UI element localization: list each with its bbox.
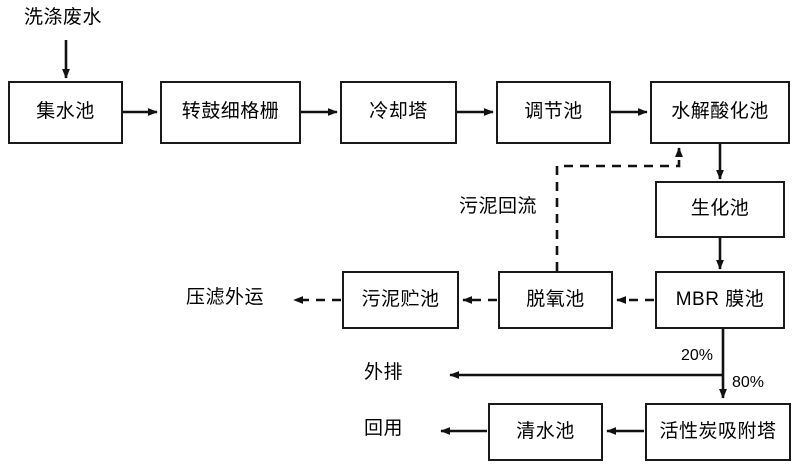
node-sludge-storage-tank[interactable]: 污泥贮池 xyxy=(342,271,459,329)
node-label: 脱氧池 xyxy=(526,288,585,310)
node-clean-water-tank[interactable]: 清水池 xyxy=(488,403,603,461)
node-drum-fine-screen[interactable]: 转鼓细格栅 xyxy=(160,81,301,144)
node-deoxygenation-tank[interactable]: 脱氧池 xyxy=(498,271,613,329)
label-discharge: 外排 xyxy=(364,362,404,383)
node-cooling-tower[interactable]: 冷却塔 xyxy=(340,81,457,144)
label-reuse-share-80pct: 80% xyxy=(732,374,765,391)
node-label: 转鼓细格栅 xyxy=(181,101,280,123)
label-sludge-return: 污泥回流 xyxy=(459,196,538,217)
node-label: 集水池 xyxy=(36,101,95,123)
node-mbr-membrane-tank[interactable]: MBR 膜池 xyxy=(655,271,785,329)
node-label: 活性炭吸附塔 xyxy=(659,420,777,442)
node-hydrolysis-acidification-tank[interactable]: 水解酸化池 xyxy=(650,81,790,144)
node-label: 清水池 xyxy=(516,420,575,442)
node-collection-tank[interactable]: 集水池 xyxy=(8,81,123,144)
node-label: 污泥贮池 xyxy=(361,288,440,310)
node-label: MBR 膜池 xyxy=(675,288,765,310)
node-biochemical-tank[interactable]: 生化池 xyxy=(655,181,785,238)
node-activated-carbon-adsorption-tower[interactable]: 活性炭吸附塔 xyxy=(645,403,791,461)
node-label: 冷却塔 xyxy=(369,101,428,123)
label-influent: 洗涤废水 xyxy=(24,7,103,28)
label-filter-press-transport: 压滤外运 xyxy=(186,287,265,308)
label-discharge-share-20pct: 20% xyxy=(681,347,714,364)
node-equalization-tank[interactable]: 调节池 xyxy=(496,81,611,144)
node-label: 调节池 xyxy=(524,101,583,123)
node-label: 水解酸化池 xyxy=(671,101,769,123)
node-label: 生化池 xyxy=(690,198,750,220)
label-reuse: 回用 xyxy=(364,418,404,439)
